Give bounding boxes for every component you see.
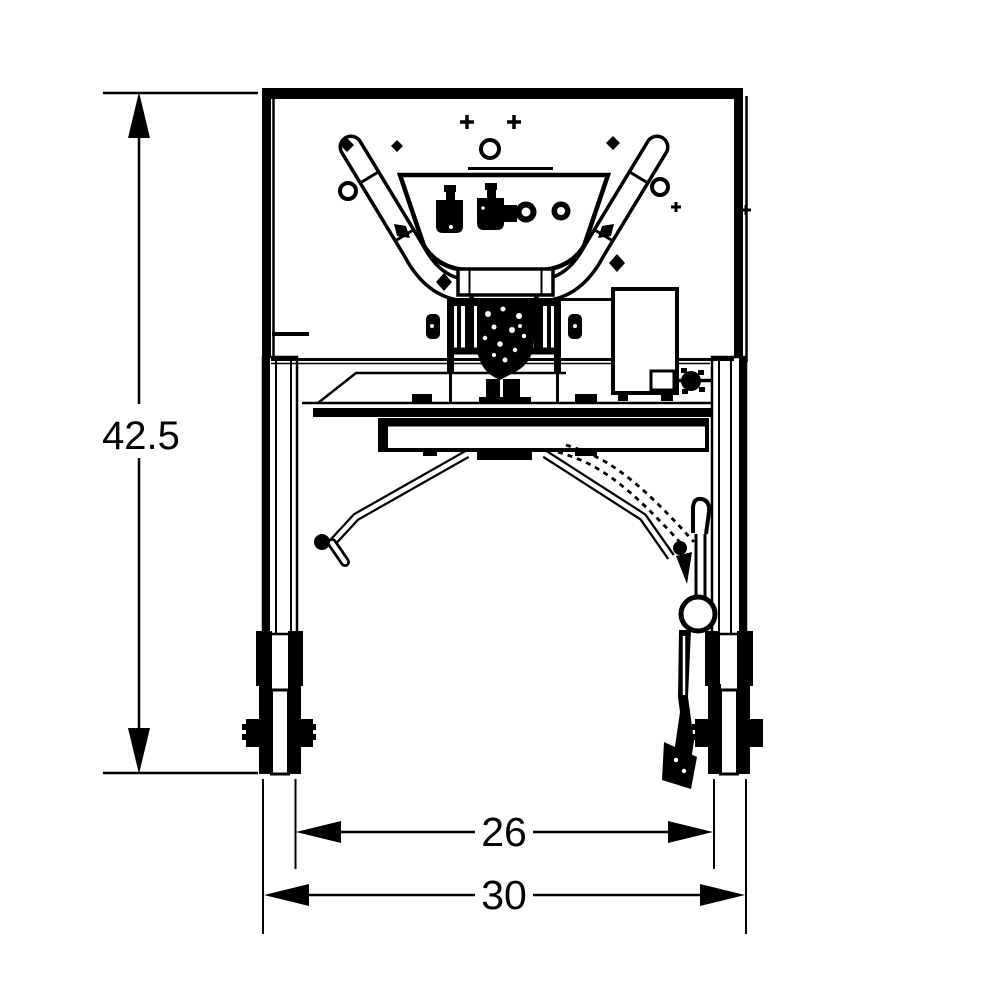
stabilizer-arm-right (542, 450, 692, 584)
load-platform (302, 371, 712, 460)
panel-side-tab-left (394, 224, 410, 238)
cable-dashed-inner (565, 443, 696, 543)
cable-dashed-outer (557, 450, 688, 550)
right-leg (710, 355, 748, 636)
arrowhead-right (700, 884, 745, 906)
dimension-inner-width: 26 (294, 779, 715, 869)
arrowhead-left (264, 884, 309, 906)
panel-ring-right (551, 201, 571, 221)
plate-tab-left (412, 394, 432, 403)
axle-stub-left (426, 314, 440, 339)
left-leg (261, 355, 299, 636)
arrowhead-left (296, 821, 341, 843)
arrowhead-down (128, 728, 150, 774)
axle-stub-right (568, 314, 582, 339)
motor-ribs-right (534, 306, 551, 348)
motor-ribs-left (457, 306, 474, 348)
control-knob-left (436, 185, 463, 233)
height-dimension-label: 42.5 (102, 414, 180, 458)
connector-gear (681, 368, 705, 394)
handle-joint-left (436, 273, 452, 291)
deck-mount-center (477, 450, 532, 460)
right-axle-nut-inner (692, 719, 709, 747)
dimension-overall-width: 30 (262, 779, 747, 934)
arrowhead-right (668, 821, 713, 843)
deck-tab-left (423, 450, 437, 456)
battery-foot-left (618, 393, 628, 401)
left-axle-nut-outer (242, 719, 259, 747)
inner-width-dimension-label: 26 (481, 809, 527, 855)
control-knob-right (477, 183, 517, 230)
stabilizer-arm-left (314, 450, 470, 567)
pump-body-casting (477, 303, 534, 380)
lever-roller (678, 594, 718, 634)
left-wheel (242, 631, 316, 776)
plate-tab-right (575, 394, 597, 403)
dimension-height: 42.5 (102, 91, 258, 775)
deck (378, 418, 709, 452)
arrowhead-up (128, 92, 150, 138)
pedal-foot (662, 742, 697, 789)
handle-joint-right (609, 254, 625, 272)
pump-pedestal (479, 379, 531, 403)
battery-box (611, 287, 711, 401)
overall-width-dimension-label: 30 (481, 872, 527, 918)
pump-motor-unit (272, 298, 613, 403)
left-axle-nut-inner (299, 719, 316, 747)
right-axle-nut-outer (750, 719, 763, 747)
linkage-assembly (314, 443, 718, 789)
cabinet (262, 88, 748, 362)
panel-ring-left (515, 201, 537, 223)
panel-side-tab-right (598, 224, 614, 238)
right-wheel (692, 631, 763, 776)
sparkle-marks (338, 115, 751, 215)
pedal-lever (662, 496, 718, 789)
battery-foot-right (661, 393, 673, 401)
control-panel (394, 167, 614, 297)
